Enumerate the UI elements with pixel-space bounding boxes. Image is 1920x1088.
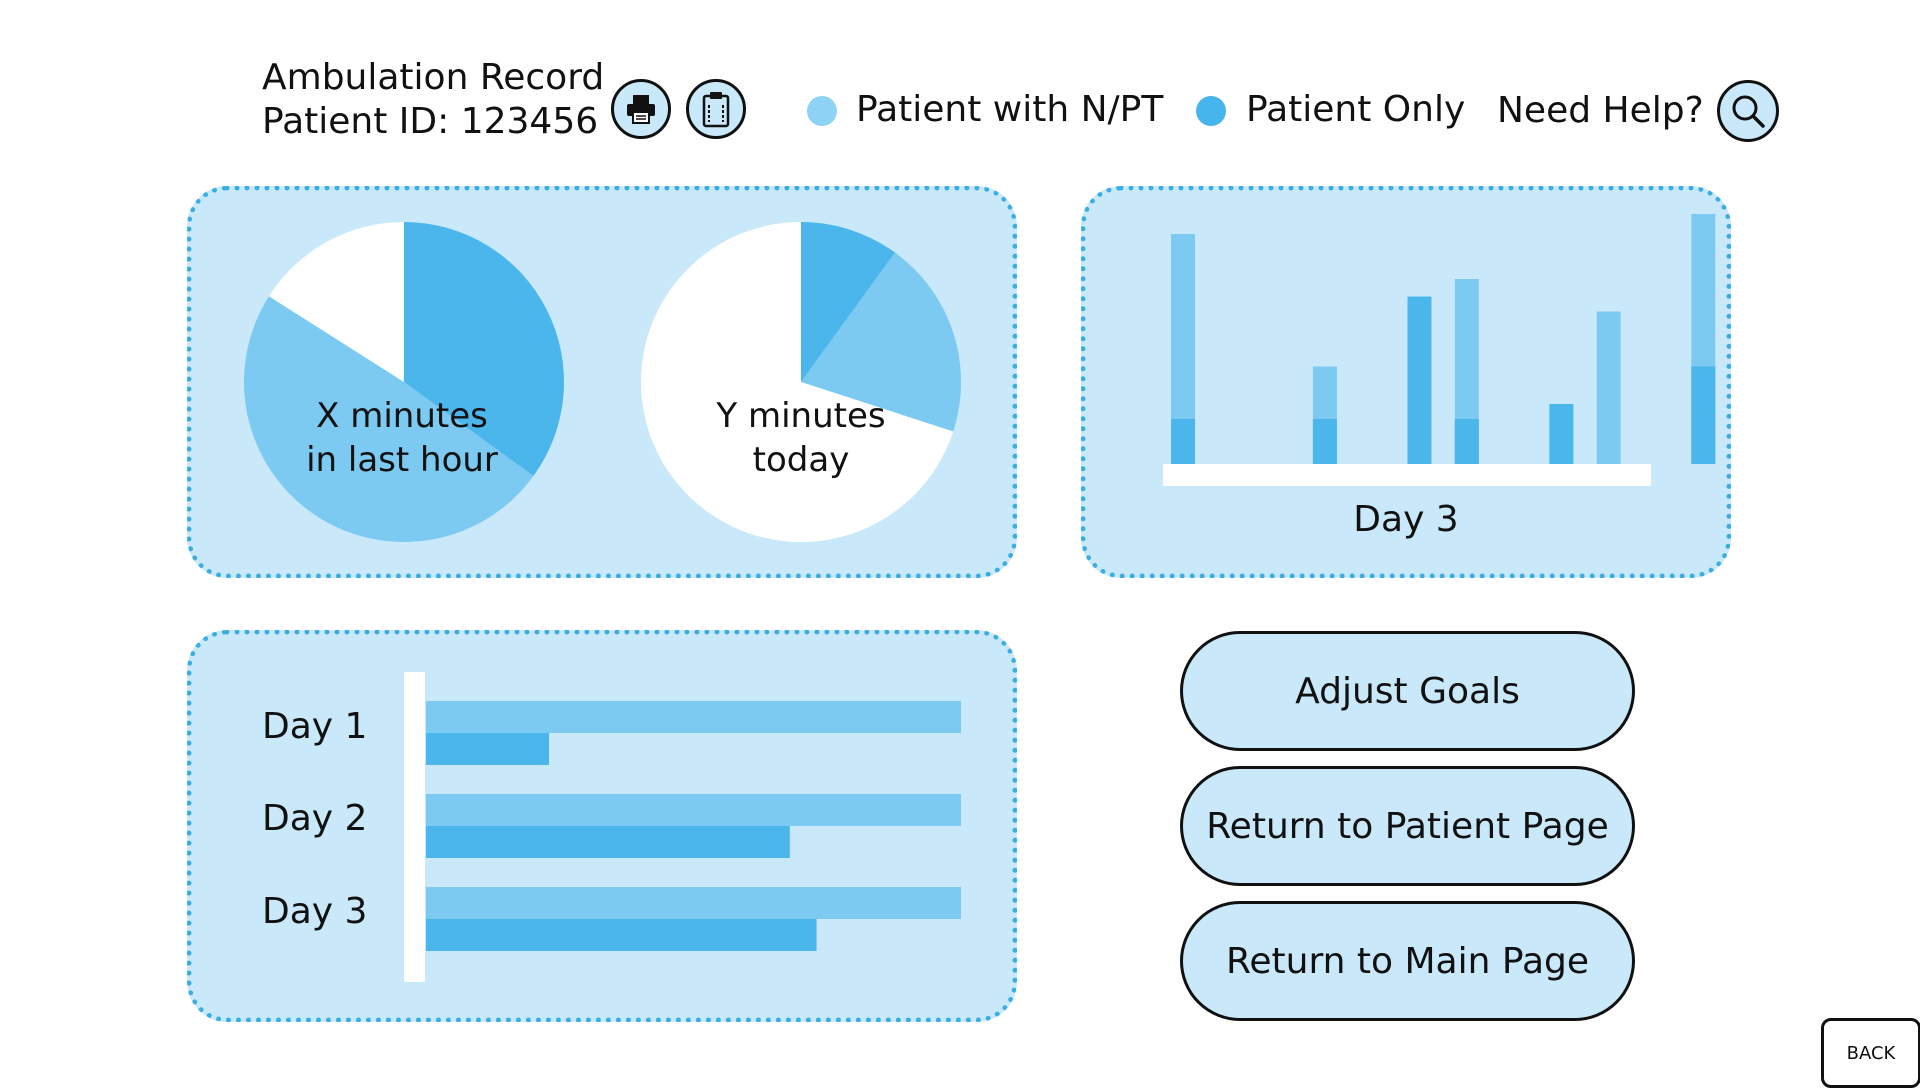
help-search-button[interactable] [1717, 80, 1779, 142]
history-label-day3: Day 3 [262, 891, 368, 932]
page-title: Ambulation Record [262, 57, 605, 98]
history-label-day2: Day 2 [262, 798, 368, 839]
legend-dot-with-npt [807, 96, 837, 126]
adjust-goals-button[interactable]: Adjust Goals [1180, 631, 1635, 751]
history-bar-patient-only-day2 [426, 826, 790, 858]
pie-today-line1: Y minutes [716, 396, 886, 436]
pie-last-hour-line2: in last hour [306, 440, 498, 480]
history-bar-chart [404, 672, 961, 982]
pie-today-label: Y minutes today [641, 394, 961, 482]
pie0-slice-1 [243, 296, 534, 543]
history-bar-patient-only-day3 [426, 919, 817, 951]
pie-last-hour-label: X minutes in last hour [242, 394, 562, 482]
pie0-slice-2 [268, 222, 404, 382]
print-button[interactable] [611, 79, 671, 139]
legend-label-patient-only: Patient Only [1246, 89, 1466, 130]
history-bar-with-npt-day2 [426, 794, 961, 826]
pie-last-hour [243, 222, 564, 543]
pie1-slice-1 [801, 252, 961, 432]
magnifier-icon [1732, 95, 1765, 128]
daily-bar-patient-only-6 [1454, 419, 1479, 464]
clipboard-button[interactable] [686, 79, 746, 139]
patient-id: Patient ID: 123456 [262, 101, 599, 142]
return-patient-page-button[interactable]: Return to Patient Page [1180, 766, 1635, 886]
pie-today [641, 222, 961, 542]
daily-bar-patient-only-8 [1549, 404, 1574, 464]
help-link[interactable]: Need Help? [1497, 90, 1704, 131]
pie0-slice-0 [404, 222, 564, 477]
daily-bar-patient-only-0 [1171, 419, 1195, 464]
pie1-slice-0 [801, 222, 896, 382]
history-bar-with-npt-day3 [426, 887, 961, 919]
printer-icon [627, 95, 655, 124]
legend-label-with-npt: Patient with N/PT [856, 89, 1164, 130]
history-bar-patient-only-day1 [426, 733, 550, 765]
daily-bar-patient-only-11 [1691, 366, 1716, 464]
history-label-day1: Day 1 [262, 706, 368, 747]
daily-bar-patient-only-5 [1407, 296, 1432, 464]
pie-today-line2: today [752, 440, 850, 480]
pie-last-hour-line1: X minutes [316, 396, 488, 436]
daily-bar-chart [1163, 214, 1716, 486]
pie1-slice-2 [641, 222, 954, 542]
return-main-page-button[interactable]: Return to Main Page [1180, 901, 1635, 1021]
history-bar-with-npt-day1 [426, 701, 961, 733]
history-bar-axis [404, 672, 425, 982]
clipboard-icon [702, 92, 730, 128]
pie-charts [243, 222, 961, 543]
back-button[interactable]: BACK [1821, 1018, 1920, 1088]
daily-bar-baseline [1163, 464, 1651, 486]
daily-bar-xlabel: Day 3 [1353, 499, 1459, 540]
legend-dot-patient-only [1196, 96, 1226, 126]
daily-bar-patient-only-3 [1312, 419, 1337, 464]
daily-bar-with-npt-9 [1596, 311, 1621, 464]
